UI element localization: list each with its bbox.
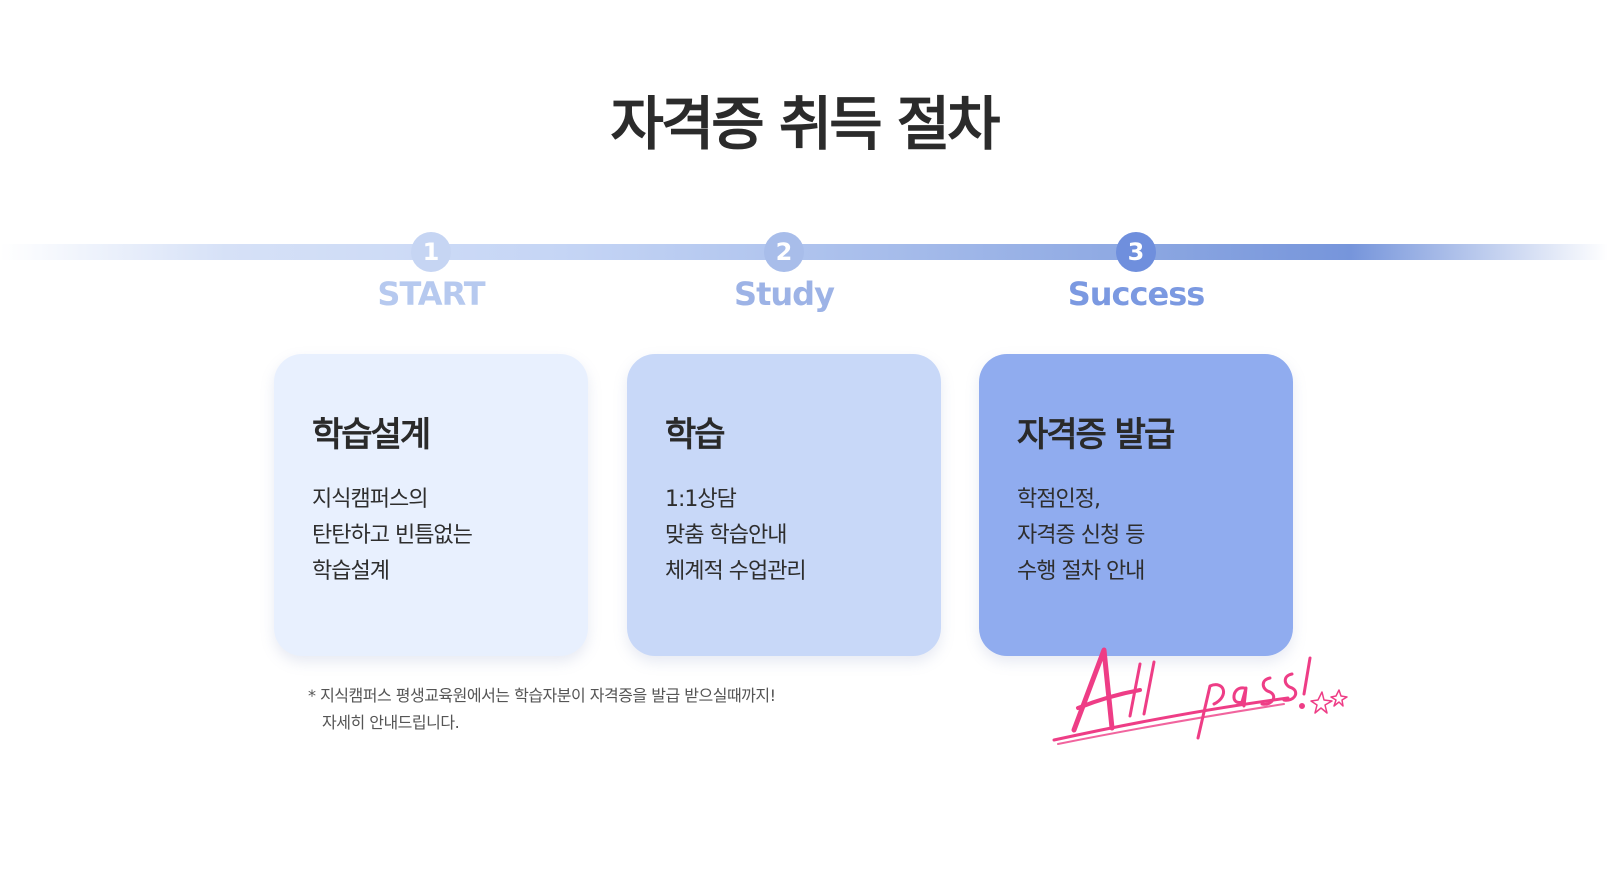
title-part2: 취득 절차 bbox=[778, 90, 1001, 158]
title-section: 자격증 취득 절차 bbox=[0, 86, 1608, 162]
card-title: 학습 bbox=[665, 415, 726, 455]
card-line: 수행 절차 안내 bbox=[1017, 559, 1145, 584]
step-1-dot: 1 bbox=[411, 232, 451, 272]
card-study: 학습 1:1상담 맞춤 학습안내 체계적 수업관리 bbox=[627, 354, 941, 656]
card-description: 1:1상담 맞춤 학습안내 체계적 수업관리 bbox=[665, 482, 941, 590]
progress-track bbox=[0, 244, 1608, 260]
card-line: 지식캠퍼스의 bbox=[312, 487, 428, 512]
footnote-line-1: * 지식캠퍼스 평생교육원에서는 학습자분이 자격증을 발급 받으실때까지! bbox=[308, 686, 776, 705]
card-line: 자격증 신청 등 bbox=[1017, 523, 1145, 548]
page-title: 자격증 취득 절차 bbox=[610, 86, 1002, 162]
card-plan: 학습설계 지식캠퍼스의 탄탄하고 빈틈없는 학습설계 bbox=[274, 354, 588, 656]
step-3-label: Success bbox=[1067, 275, 1206, 313]
card-title: 자격증 발급 bbox=[1017, 415, 1175, 455]
card-line: 체계적 수업관리 bbox=[665, 559, 807, 584]
card-line: 학점인정, bbox=[1017, 487, 1101, 512]
all-pass-stamp bbox=[1052, 647, 1348, 745]
footnote-line-2: 자세히 안내드립니다. bbox=[322, 713, 460, 732]
card-line: 1:1상담 bbox=[665, 487, 737, 512]
title-highlight: 취득 절차 bbox=[776, 86, 1002, 162]
step-2-label: Study bbox=[734, 275, 835, 313]
card-description: 학점인정, 자격증 신청 등 수행 절차 안내 bbox=[1017, 482, 1293, 590]
card-description: 지식캠퍼스의 탄탄하고 빈틈없는 학습설계 bbox=[312, 482, 588, 590]
step-3-dot: 3 bbox=[1116, 232, 1156, 272]
footnote: * 지식캠퍼스 평생교육원에서는 학습자분이 자격증을 발급 받으실때까지! 자… bbox=[308, 682, 776, 736]
card-certificate: 자격증 발급 학점인정, 자격증 신청 등 수행 절차 안내 bbox=[979, 354, 1293, 656]
card-line: 학습설계 bbox=[312, 559, 390, 584]
all-pass-handwriting bbox=[1052, 647, 1348, 745]
step-1-label: START bbox=[377, 275, 485, 313]
step-2-dot: 2 bbox=[764, 232, 804, 272]
title-part1: 자격증 bbox=[610, 90, 765, 158]
card-line: 맞춤 학습안내 bbox=[665, 523, 787, 548]
card-line: 탄탄하고 빈틈없는 bbox=[312, 523, 473, 548]
card-title: 학습설계 bbox=[312, 415, 431, 455]
